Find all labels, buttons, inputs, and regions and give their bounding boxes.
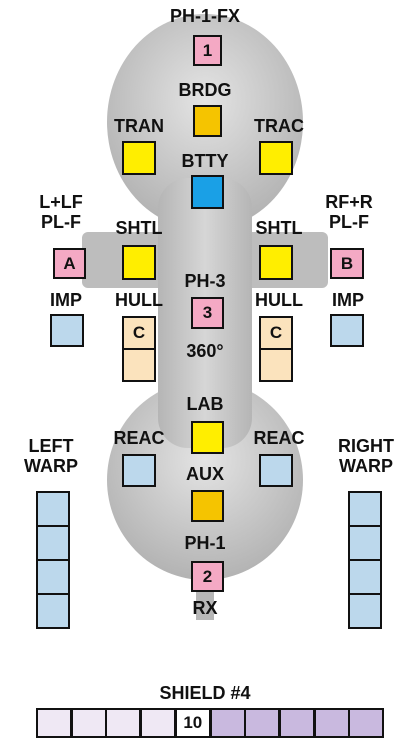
shuttle-left-box[interactable] [122,245,156,280]
shield-box[interactable] [348,708,385,738]
btty-label: BTTY [181,151,229,171]
imp-left-label: IMP [49,290,82,310]
hull-left-label: HULL [115,290,163,310]
ph1fx-label: PH-1-FX [169,6,240,26]
reactor-left-box[interactable] [122,454,156,487]
shield-title: SHIELD #4 [159,683,251,703]
shield-box[interactable] [209,708,246,738]
weapon-3-box[interactable]: 3 [191,297,224,329]
aux-box[interactable] [191,490,224,522]
ph3-arc-label: 360° [186,341,224,361]
reactor-right-box[interactable] [259,454,293,487]
brdg-label: BRDG [178,80,232,100]
rear-hull [107,380,303,580]
shtl-right-label: SHTL [255,218,303,238]
warp-left-box[interactable] [36,559,70,595]
hull-c-left-box[interactable]: C [122,316,156,350]
transporter-box[interactable] [122,141,156,175]
lab-label: LAB [186,394,224,414]
plasma-b-box[interactable]: B [330,248,364,279]
shield-value: 10 [183,713,203,732]
hull-left-box[interactable] [122,348,156,382]
right-arc-label: RF+R PL-F [325,192,373,232]
shield-box[interactable] [140,708,177,738]
plasma-a-box[interactable]: A [53,248,86,279]
shield-box[interactable] [70,708,107,738]
aux-label: AUX [185,464,224,484]
right-warp-label: RIGHT WARP [338,436,394,476]
battery-box[interactable] [191,175,224,209]
weapon-1-box[interactable]: 1 [193,35,222,66]
warp-right-box[interactable] [348,559,382,595]
left-arc-label: L+LF PL-F [39,192,83,232]
shtl-left-label: SHTL [115,218,163,238]
shuttle-right-box[interactable] [259,245,293,280]
bridge-box[interactable] [193,105,222,137]
tran-label: TRAN [114,116,164,136]
shield-box[interactable] [313,708,350,738]
rx-label: RX [192,598,218,618]
lab-box[interactable] [191,421,224,454]
ph3-label: PH-3 [184,271,226,291]
hull-c-right-box[interactable]: C [259,316,293,350]
warp-left-box[interactable] [36,593,70,629]
warp-left-box[interactable] [36,491,70,527]
imp-right-label: IMP [331,290,364,310]
trac-label: TRAC [254,116,304,136]
reac-left-label: REAC [113,428,165,448]
impulse-left-box[interactable] [50,314,84,347]
shield-box[interactable] [278,708,315,738]
weapon-2-box[interactable]: 2 [191,561,224,592]
reac-right-label: REAC [253,428,305,448]
shield-box[interactable] [244,708,281,738]
hull-right-label: HULL [255,290,303,310]
warp-right-box[interactable] [348,525,382,561]
hull-right-box[interactable] [259,348,293,382]
warp-right-box[interactable] [348,593,382,629]
ph1-label: PH-1 [184,533,226,553]
warp-right-box[interactable] [348,491,382,527]
left-warp-label: LEFT WARP [24,436,78,476]
warp-left-box[interactable] [36,525,70,561]
shield-box[interactable] [105,708,142,738]
shield-box[interactable]: 10 [174,708,211,738]
shield-box[interactable] [36,708,72,738]
tractor-box[interactable] [259,141,293,175]
impulse-right-box[interactable] [330,314,364,347]
